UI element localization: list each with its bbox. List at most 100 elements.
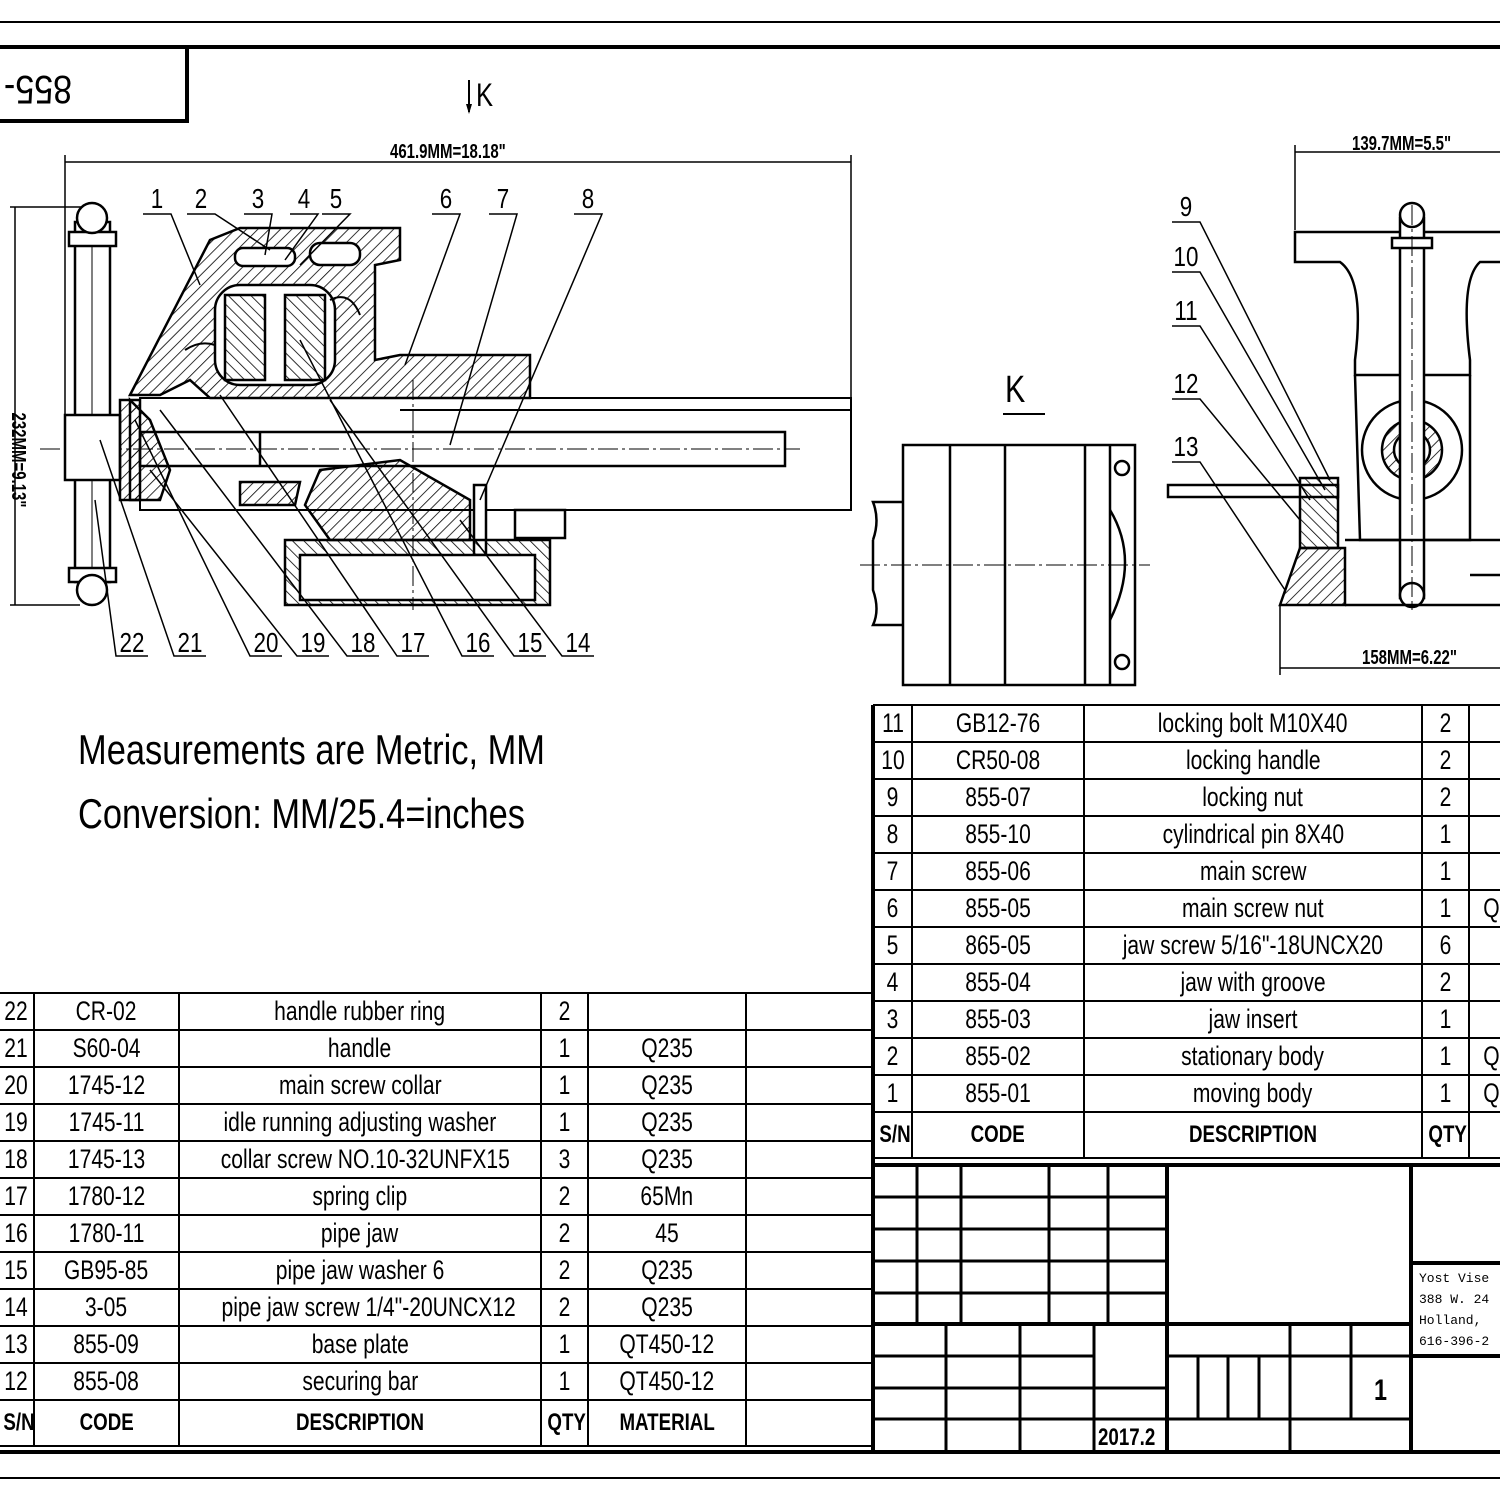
leader-line: [219, 394, 429, 657]
cell-text: locking nut: [1202, 782, 1304, 812]
balloon-3: 3: [252, 184, 264, 215]
table-cell: 1: [1421, 815, 1470, 854]
leader-line: [299, 213, 352, 266]
table-cell: jaw screw 5/16"-18UNCX20: [1083, 926, 1423, 965]
table-cell: [745, 1103, 874, 1142]
cell-text: 19: [4, 1107, 28, 1137]
cell-text: Q235: [641, 1107, 693, 1137]
table-cell: locking handle: [1083, 741, 1423, 780]
cell-text: 2: [558, 1292, 571, 1322]
cell-text: 2: [1439, 745, 1452, 775]
table-cell: [1468, 963, 1500, 1002]
table-cell: S/N: [0, 1399, 35, 1447]
table-cell: 13: [0, 1325, 35, 1364]
view-k-title: K: [1005, 369, 1025, 411]
cell-text: Q235: [641, 1255, 693, 1285]
table-cell: 1: [1421, 1037, 1470, 1076]
table-cell: main screw nut: [1083, 889, 1423, 928]
table-cell: 1780-11: [33, 1214, 180, 1253]
table-cell: 1780-12: [33, 1177, 180, 1216]
sheet-border: [0, 21, 1500, 1479]
cell-text: 21: [4, 1033, 28, 1063]
cell-text: handle: [328, 1033, 392, 1063]
balloon-15: 15: [518, 628, 543, 659]
table-cell: CODE: [911, 1111, 1085, 1159]
cell-text: 865-05: [965, 930, 1031, 960]
table-cell: [1468, 1111, 1500, 1159]
table-cell: 6: [1421, 926, 1470, 965]
cell-text: 1: [1439, 1041, 1452, 1071]
table-cell: main screw collar: [178, 1066, 542, 1105]
cell-text: 1: [1439, 856, 1452, 886]
cell-text: QT450-12: [619, 1329, 715, 1359]
note-metric: Measurements are Metric, MM: [78, 726, 545, 773]
leader-line: [1172, 271, 1326, 491]
cell-text: 18: [4, 1144, 28, 1174]
drawing-number-box: 855-: [4, 67, 72, 112]
table-cell: 2: [540, 1177, 589, 1216]
cell-text: 1745-13: [67, 1144, 146, 1174]
table-cell: 9: [873, 778, 913, 817]
cell-text: locking bolt M10X40: [1158, 708, 1348, 738]
leader-line: [187, 213, 271, 251]
cell-text: CODE: [79, 1409, 134, 1436]
table-cell: stationary body: [1083, 1037, 1423, 1076]
cell-text: 855-06: [965, 856, 1031, 886]
table-cell: 1: [540, 1362, 589, 1401]
balloon-9: 9: [1180, 192, 1192, 223]
cell-text: Q235: [641, 1070, 693, 1100]
cell-text: CR-02: [76, 996, 137, 1026]
table-cell: 855-07: [911, 778, 1085, 817]
table-cell: 1: [540, 1103, 589, 1142]
cell-text: 2: [558, 996, 571, 1026]
table-cell: 2: [540, 1288, 589, 1327]
table-cell: DESCRIPTION: [178, 1399, 542, 1447]
table-cell: 10: [873, 741, 913, 780]
balloon-22: 22: [120, 628, 145, 659]
cell-text: Q235: [641, 1144, 693, 1174]
cell-text: QTY: [1428, 1121, 1467, 1148]
leader-line: [329, 399, 546, 657]
table-cell: CR-02: [33, 992, 180, 1031]
table-cell: DESCRIPTION: [1083, 1111, 1423, 1159]
cell-text: QT450-12: [619, 1366, 715, 1396]
cell-text: pipe jaw screw 1/4"-20UNCX12: [221, 1292, 516, 1322]
cell-text: 2: [1439, 708, 1452, 738]
table-cell: 2: [540, 992, 589, 1031]
cell-text: 2: [1439, 967, 1452, 997]
cell-text: 1780-11: [68, 1218, 145, 1248]
cell-text: 65Mn: [640, 1181, 694, 1211]
balloon-17: 17: [401, 628, 426, 659]
leader-line: [94, 499, 148, 657]
balloon-2: 2: [195, 184, 207, 215]
leader-line: [284, 213, 320, 261]
cell-text: cylindrical pin 8X40: [1162, 819, 1344, 849]
vise-end-view: [1166, 201, 1500, 610]
cell-text: jaw with groove: [1180, 967, 1326, 997]
cell-text: S60-04: [72, 1033, 141, 1063]
cell-text: 2: [1439, 782, 1452, 812]
leader-line: [149, 469, 329, 657]
leader-line: [404, 213, 462, 366]
vise-side-view: [40, 201, 852, 610]
table-cell: [1468, 852, 1500, 891]
table-cell: 17: [0, 1177, 35, 1216]
table-cell: QT450-12: [587, 1325, 747, 1364]
table-cell: locking nut: [1083, 778, 1423, 817]
table-cell: 1745-13: [33, 1140, 180, 1179]
cell-text: idle running adjusting washer: [223, 1107, 497, 1137]
dimension-length-label: 461.9MM=18.18": [390, 140, 506, 163]
cell-text: S/N: [879, 1121, 911, 1148]
cell-text: MATERIAL: [619, 1409, 715, 1436]
